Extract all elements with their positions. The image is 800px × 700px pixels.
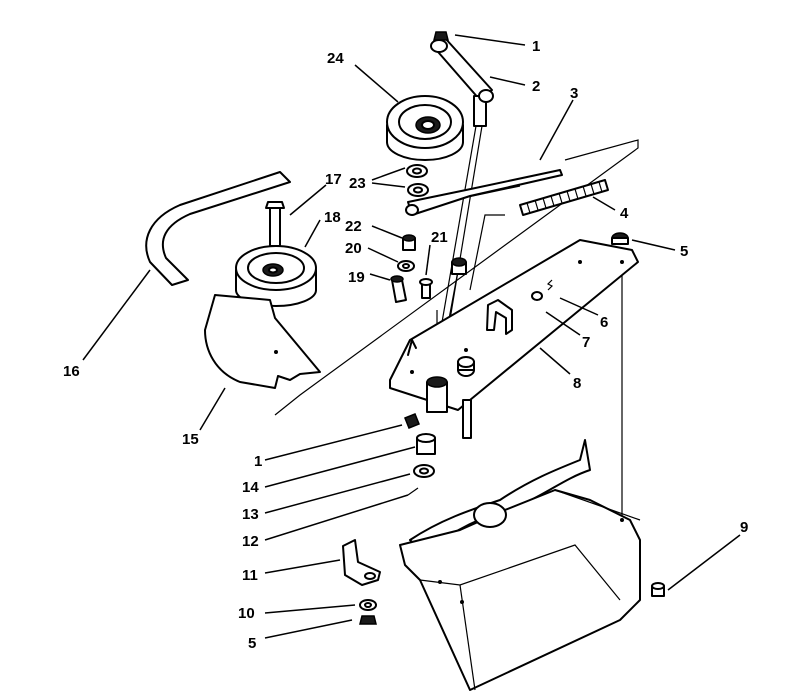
callout-11: 11 bbox=[242, 567, 258, 584]
callout-19: 19 bbox=[348, 269, 365, 286]
hardware-right bbox=[611, 232, 665, 597]
callout-5-bottom: 5 bbox=[248, 635, 256, 652]
callout-23: 23 bbox=[349, 175, 366, 192]
belt-guard bbox=[204, 294, 321, 389]
callout-7: 7 bbox=[582, 334, 590, 351]
callout-13: 13 bbox=[242, 506, 259, 523]
callout-1-top: 1 bbox=[532, 38, 540, 55]
callout-1-bottom: 1 bbox=[254, 453, 262, 470]
shaft-bushing bbox=[426, 257, 467, 413]
washers-stack bbox=[390, 164, 433, 303]
callout-16: 16 bbox=[63, 363, 80, 380]
callout-22: 22 bbox=[345, 218, 362, 235]
callout-9: 9 bbox=[740, 519, 748, 536]
callout-3: 3 bbox=[570, 85, 578, 102]
bracket bbox=[486, 279, 554, 335]
lower-bracket bbox=[342, 539, 381, 625]
belt bbox=[145, 171, 291, 286]
callout-5-top: 5 bbox=[680, 243, 688, 260]
callout-17: 17 bbox=[325, 171, 342, 188]
idler-pulley bbox=[386, 95, 464, 161]
deck-housing bbox=[399, 439, 641, 691]
spring-rod bbox=[405, 169, 563, 216]
callout-10: 10 bbox=[238, 605, 255, 622]
leader-lines bbox=[82, 34, 741, 639]
mounting-plate bbox=[389, 239, 639, 439]
idler-arm bbox=[430, 31, 494, 127]
callout-15: 15 bbox=[182, 431, 199, 448]
callout-6: 6 bbox=[600, 314, 608, 331]
callout-14: 14 bbox=[242, 479, 259, 496]
drive-pulley bbox=[235, 201, 317, 307]
callouts: 1 2 3 4 5 6 7 8 9 10 11 12 13 14 1 15 16… bbox=[63, 38, 748, 652]
callout-8: 8 bbox=[573, 375, 581, 392]
callout-18: 18 bbox=[324, 209, 341, 226]
spring bbox=[519, 179, 609, 216]
callout-12: 12 bbox=[242, 533, 259, 550]
lower-stack bbox=[404, 413, 436, 496]
callout-24: 24 bbox=[327, 50, 344, 67]
callout-21: 21 bbox=[431, 229, 448, 246]
callout-2: 2 bbox=[532, 78, 540, 95]
callout-4: 4 bbox=[620, 205, 629, 222]
callout-20: 20 bbox=[345, 240, 362, 257]
